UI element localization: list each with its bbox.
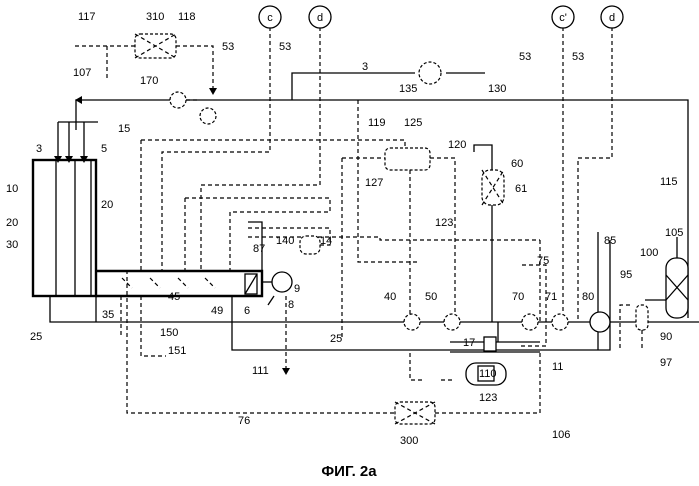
label-118: 118 [178, 11, 196, 23]
label-120: 120 [448, 139, 466, 151]
label-111: 111 [252, 365, 269, 377]
label-14: 14 [320, 235, 332, 247]
label-105: 105 [665, 227, 683, 239]
label-123b: 123 [479, 392, 497, 404]
label-53d: 53 [572, 51, 584, 63]
label-61: 61 [515, 183, 527, 195]
label-106: 106 [552, 429, 570, 441]
label-70: 70 [512, 291, 524, 303]
label-20a: 20 [6, 217, 18, 229]
dashed-lines [75, 27, 642, 413]
reactor-vessel [33, 130, 262, 296]
label-97: 97 [660, 357, 672, 369]
label-25b: 25 [330, 333, 342, 345]
label-53c: 53 [519, 51, 531, 63]
label-115: 115 [660, 176, 678, 188]
label-95: 95 [620, 269, 632, 281]
label-30: 30 [6, 239, 18, 251]
label-53b: 53 [279, 41, 291, 53]
label-25a: 25 [30, 331, 42, 343]
label-20b: 20 [101, 199, 113, 211]
label-151: 151 [168, 345, 186, 357]
label-107: 107 [73, 67, 91, 79]
connector-c-prime: c' [552, 6, 574, 28]
label-5: 5 [101, 143, 107, 155]
label-11: 11 [552, 361, 563, 373]
label-125: 125 [404, 117, 422, 129]
label-119: 119 [368, 117, 386, 129]
label-8: 8 [288, 299, 294, 311]
label-50: 50 [425, 291, 437, 303]
label-10: 10 [6, 183, 18, 195]
label-60: 60 [511, 158, 523, 170]
label-150: 150 [160, 327, 178, 339]
label-135: 135 [399, 83, 417, 95]
label-3a: 3 [362, 61, 368, 73]
svg-text:d: d [317, 12, 323, 24]
label-300: 300 [400, 435, 418, 447]
svg-text:c': c' [559, 12, 567, 24]
label-15: 15 [118, 123, 130, 135]
label-17: 17 [463, 337, 475, 349]
label-80: 80 [582, 291, 594, 303]
connector-d: d [309, 6, 331, 28]
reference-labels: 117 107 310 118 53 53 3 135 130 53 53 17… [6, 11, 683, 447]
connector-c: c [259, 6, 281, 28]
label-53a: 53 [222, 41, 234, 53]
label-6: 6 [244, 305, 250, 317]
label-110: 110 [479, 368, 497, 380]
label-76: 76 [238, 415, 250, 427]
label-3b: 3 [36, 143, 42, 155]
label-127: 127 [365, 177, 383, 189]
figure-caption: ФИГ. 2а [321, 463, 377, 480]
label-140: 140 [276, 235, 294, 247]
svg-text:c: c [267, 12, 273, 24]
label-310: 310 [146, 11, 164, 23]
label-117: 117 [78, 11, 96, 23]
label-87: 87 [253, 243, 265, 255]
process-lines [50, 73, 699, 352]
label-100: 100 [640, 247, 658, 259]
label-123a: 123 [435, 217, 453, 229]
label-45: 45 [168, 291, 180, 303]
label-9: 9 [294, 283, 300, 295]
label-170: 170 [140, 75, 158, 87]
label-71: 71 [545, 291, 557, 303]
label-85: 85 [604, 235, 616, 247]
label-90: 90 [660, 331, 672, 343]
label-130: 130 [488, 83, 506, 95]
svg-text:d: d [609, 12, 615, 24]
label-40: 40 [384, 291, 396, 303]
connector-d-2: d [601, 6, 623, 28]
label-49: 49 [211, 305, 223, 317]
label-35: 35 [102, 309, 114, 321]
label-75: 75 [537, 255, 549, 267]
